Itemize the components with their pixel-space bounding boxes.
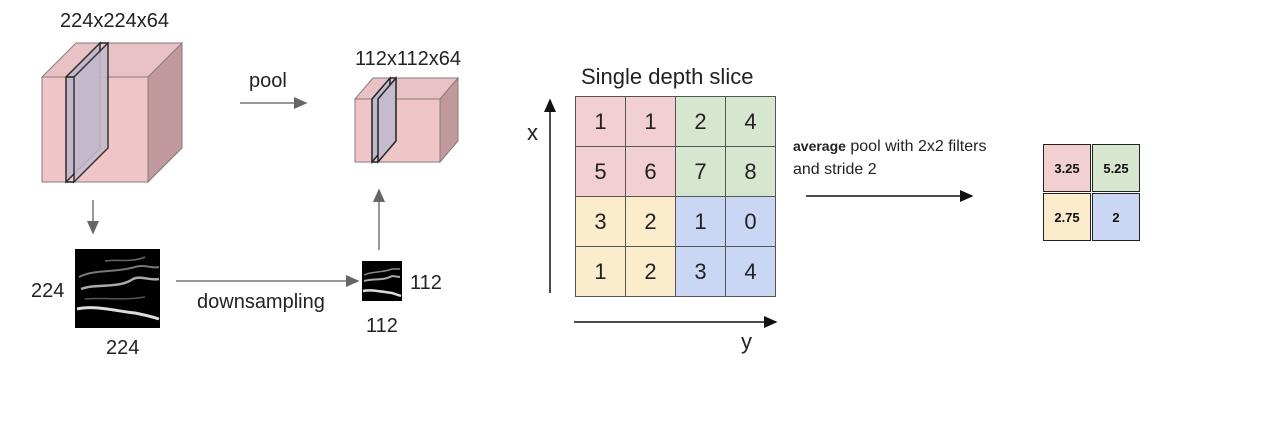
- operation-description-line2: and stride 2: [793, 161, 877, 178]
- output-height-label: 112: [410, 272, 442, 294]
- input-height-label: 224: [31, 280, 65, 302]
- pooled-volume: [353, 75, 460, 165]
- slice-cell-r4c1: 1: [575, 246, 626, 297]
- output-width-label: 112: [366, 315, 398, 337]
- x-axis-label: x: [527, 120, 538, 145]
- slice-cell-r3c2: 2: [625, 196, 676, 247]
- slice-cell-r4c2: 2: [625, 246, 676, 297]
- slice-cell-r1c1: 1: [575, 96, 626, 147]
- slice-title: Single depth slice: [581, 64, 754, 89]
- operation-bold-word: average: [793, 138, 846, 154]
- output-cell-r2c2: 2: [1092, 193, 1140, 241]
- input-feature-map: [75, 249, 160, 328]
- pooled-dims-label: 112x112x64: [355, 48, 462, 70]
- y-axis-label: y: [741, 329, 752, 354]
- slice-cell-r4c4: 4: [725, 246, 776, 297]
- slice-cell-r3c4: 0: [725, 196, 776, 247]
- downsampling-label: downsampling: [197, 291, 325, 313]
- input-dims-label: 224x224x64: [60, 10, 169, 32]
- slice-cell-r4c3: 3: [675, 246, 726, 297]
- operation-description: average pool with 2x2 filters: [793, 139, 986, 155]
- slice-cell-r1c2: 1: [625, 96, 676, 147]
- output-cell-r2c1: 2.75: [1043, 193, 1091, 241]
- operation-rest: pool with 2x2 filters: [845, 138, 987, 155]
- slice-cell-r2c3: 7: [675, 146, 726, 197]
- input-width-label: 224: [106, 337, 140, 359]
- slice-cell-r1c4: 4: [725, 96, 776, 147]
- slice-cell-r2c2: 6: [625, 146, 676, 197]
- slice-cell-r2c1: 5: [575, 146, 626, 197]
- slice-cell-r3c3: 1: [675, 196, 726, 247]
- pool-label: pool: [249, 70, 287, 92]
- output-cell-r1c2: 5.25: [1092, 144, 1140, 192]
- slice-cell-r3c1: 3: [575, 196, 626, 247]
- output-feature-map: [362, 261, 402, 301]
- slice-cell-r2c4: 8: [725, 146, 776, 197]
- slice-cell-r1c3: 2: [675, 96, 726, 147]
- output-cell-r1c1: 3.25: [1043, 144, 1091, 192]
- input-volume: [40, 41, 184, 184]
